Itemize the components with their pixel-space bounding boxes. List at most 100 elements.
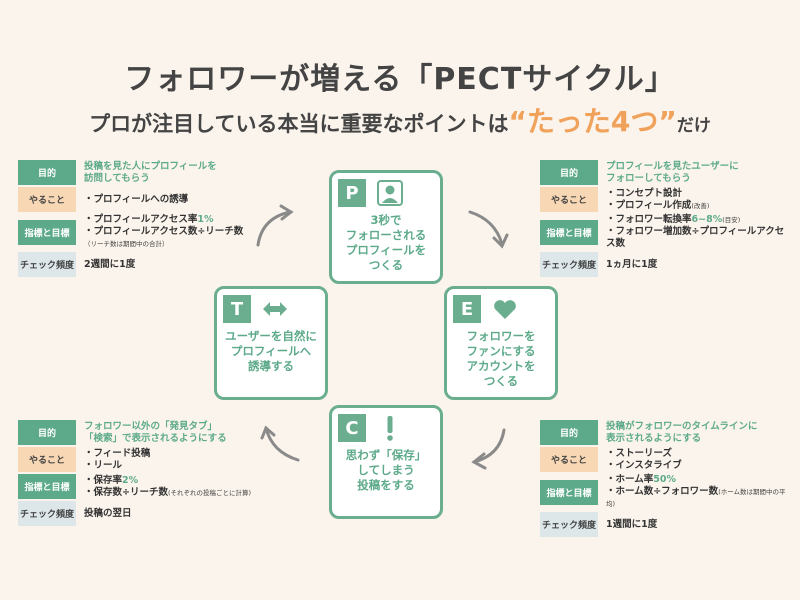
goal-label: 目的 [18, 160, 76, 185]
card-letter: T [223, 295, 251, 323]
kpi-row: 指標と目標 ・ホーム率50% ・ホーム数÷フォロワー数(ホーム数は期間中の平均) [540, 474, 790, 510]
kpi-formula: ・フォロワー増加数÷プロフィールアクセス数 [606, 226, 785, 249]
todo-value: ・ストーリーズ・インスタライブ [598, 448, 682, 472]
kpi-formula: ・ホーム数÷フォロワー数 [606, 486, 719, 497]
goal-label: 目的 [540, 160, 598, 185]
info-table-top-right: 目的 プロフィールを見たユーザーにフォローしてもらう やること ・コンセプト設計… [540, 160, 790, 279]
subtitle-end: だけ [676, 116, 711, 136]
card-t: T ユーザーを自然に プロフィールへ 誘導する [214, 286, 328, 400]
kpi-formula: ・プロフィールアクセス数÷リーチ数 [84, 226, 244, 237]
arrow-head [279, 204, 294, 221]
todo-item: ・リール [84, 459, 123, 471]
goal-line: 訪問してもらう [84, 172, 150, 184]
kpi-label: 指標と目標 [540, 219, 598, 245]
info-table-top-left: 目的 投稿を見た人にプロフィールを訪問してもらう やること ・プロフィールへの誘… [18, 160, 268, 279]
freq-label: チェック頻度 [540, 512, 598, 537]
todo-item: ・コンセプト設計 [606, 187, 683, 199]
todo-row: やること ・ストーリーズ・インスタライブ [540, 447, 790, 472]
arrow-head [260, 425, 276, 440]
card-text: 3秒で フォローされる プロフィールを つくる [345, 213, 427, 272]
freq-value: 2週間に1度 [84, 258, 136, 270]
kpi-label: 指標と目標 [540, 479, 598, 505]
card-text: 思わず「保存」 してしまう 投稿をする [345, 448, 427, 492]
heart-icon [494, 300, 516, 319]
arrow-t-to-p [256, 210, 292, 247]
freq-row: チェック頻度 1週間に1度 [540, 512, 790, 537]
todo-item: ・プロフィール作成 [606, 199, 692, 211]
todo-value: ・フィード投稿・リール [76, 448, 150, 472]
kpi-label: 指標と目標 [18, 474, 76, 499]
exclamation-icon [387, 416, 393, 441]
person-icon [377, 180, 403, 206]
goal-label: 目的 [540, 420, 598, 445]
goal-line: 投稿がフォロワーのタイムラインに [606, 420, 758, 432]
arrow-head [492, 233, 509, 249]
subtitle-accent: “たった4つ” [508, 105, 677, 138]
kpi-note: (それぞれの投稿ごとに計算) [167, 488, 252, 497]
kpi-target: 2% [122, 474, 139, 486]
kpi-value: ・フォロワー転換率6~8%(目安) ・フォロワー増加数÷プロフィールアクセス数 [598, 214, 790, 250]
todo-item: ・フィード投稿 [84, 447, 151, 459]
kpi-value: ・ホーム率50% ・ホーム数÷フォロワー数(ホーム数は期間中の平均) [598, 474, 790, 510]
arrow-e-to-c [472, 428, 506, 464]
freq-value: 投稿の翌日 [84, 507, 132, 519]
card-letter: E [453, 295, 481, 323]
goal-row: 目的 フォロワー以外の「発見タブ」「検索」で表示されるようにする [18, 420, 268, 445]
todo-row: やること ・プロフィールへの誘導 [18, 187, 268, 212]
arrow-p-to-e [468, 210, 504, 246]
todo-row: やること ・コンセプト設計・プロフィール作成(改善) [540, 187, 790, 212]
card-text: フォロワーを ファンにする アカウントを つくる [466, 329, 536, 388]
freq-row: チェック頻度 1ヵ月に1度 [540, 252, 790, 277]
info-table-bottom-left: 目的 フォロワー以外の「発見タブ」「検索」で表示されるようにする やること ・フ… [18, 420, 268, 528]
goal-row: 目的 プロフィールを見たユーザーにフォローしてもらう [540, 160, 790, 185]
kpi-value: ・プロフィールアクセス率1% ・プロフィールアクセス数÷リーチ数 （リーチ数は期… [76, 214, 243, 250]
goal-line: 投稿を見た人にプロフィールを [84, 160, 217, 172]
goal-value: プロフィールを見たユーザーにフォローしてもらう [598, 161, 739, 185]
todo-row: やること ・フィード投稿・リール [18, 447, 268, 472]
freq-label: チェック頻度 [18, 501, 76, 526]
goal-line: フォロワー以外の「発見タブ」 [84, 420, 218, 432]
double-arrow-icon [263, 302, 287, 316]
goal-value: フォロワー以外の「発見タブ」「検索」で表示されるようにする [76, 421, 227, 445]
kpi-text: ・ホーム率 [606, 474, 654, 485]
kpi-row: 指標と目標 ・プロフィールアクセス率1% ・プロフィールアクセス数÷リーチ数 （… [18, 214, 268, 250]
kpi-row: 指標と目標 ・フォロワー転換率6~8%(目安) ・フォロワー増加数÷プロフィール… [540, 214, 790, 250]
page-title: フォロワーが増える「PECTサイクル」 [124, 62, 676, 97]
freq-value: 1週間に1度 [606, 518, 658, 530]
kpi-target: 1% [197, 214, 214, 225]
kpi-target: 6~8% [691, 214, 723, 225]
todo-label: やること [18, 447, 76, 472]
kpi-text: ・プロフィールアクセス率 [84, 214, 198, 225]
kpi-text: ・フォロワー転換率 [606, 214, 692, 225]
subtitle-main: プロが注目している本当に重要なポイントは [89, 112, 509, 136]
card-e: E フォロワーを ファンにする アカウントを つくる [444, 286, 558, 400]
todo-item: ・ストーリーズ [606, 447, 673, 459]
goal-line: 表示されるようにする [606, 432, 702, 444]
goal-row: 目的 投稿がフォロワーのタイムラインに表示されるようにする [540, 420, 790, 445]
goal-value: 投稿を見た人にプロフィールを訪問してもらう [76, 161, 217, 185]
kpi-row: 指標と目標 ・保存率2% ・保存数÷リーチ数(それぞれの投稿ごとに計算) [18, 474, 268, 499]
kpi-note: (ホーム数は期間中の平均) [606, 488, 786, 508]
freq-row: チェック頻度 投稿の翌日 [18, 501, 268, 526]
goal-label: 目的 [18, 420, 76, 445]
goal-row: 目的 投稿を見た人にプロフィールを訪問してもらう [18, 160, 268, 185]
todo-value: ・プロフィールへの誘導 [84, 193, 189, 205]
todo-label: やること [540, 187, 598, 212]
arrow-c-to-t [264, 426, 300, 462]
todo-label: やること [540, 447, 598, 472]
card-c: C 思わず「保存」 してしまう 投稿をする [329, 405, 443, 519]
kpi-formula: ・保存数÷リーチ数 [84, 486, 168, 498]
todo-label: やること [18, 187, 76, 212]
todo-value: ・コンセプト設計・プロフィール作成(改善) [598, 188, 709, 212]
arrow-head [471, 452, 487, 470]
goal-value: 投稿がフォロワーのタイムラインに表示されるようにする [598, 421, 757, 445]
card-letter: C [338, 414, 366, 442]
goal-line: フォローしてもらう [606, 172, 691, 184]
goal-line: プロフィールを見たユーザーに [606, 160, 739, 172]
card-letter: P [338, 179, 366, 207]
todo-item: ・インスタライブ [606, 459, 682, 471]
freq-value: 1ヵ月に1度 [606, 258, 658, 270]
kpi-text: ・保存率 [84, 474, 123, 486]
freq-label: チェック頻度 [18, 252, 76, 277]
